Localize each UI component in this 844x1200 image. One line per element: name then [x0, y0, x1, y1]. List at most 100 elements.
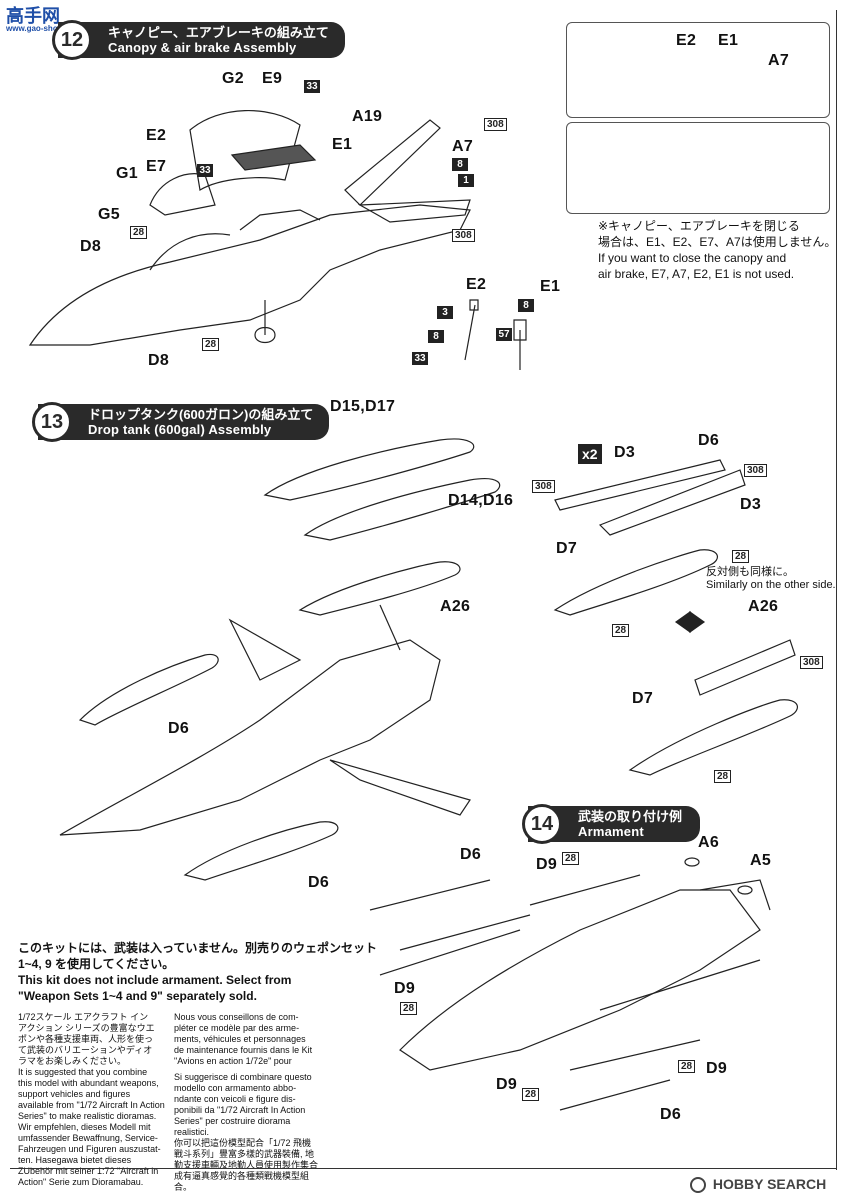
col2-line: 你可以把這份模型配合「1/72 飛機 — [174, 1138, 312, 1148]
col2-line: ments, véhicules et personnages — [174, 1034, 306, 1044]
part-28-d: 28 — [612, 624, 630, 637]
label-a7: A7 — [452, 138, 474, 155]
col2-line: pléter ce modèle par des arme- — [174, 1023, 300, 1033]
col1-line: Series" to make realistic dioramas. — [18, 1111, 157, 1121]
part-8-c: 8 — [518, 299, 534, 312]
tank-d6-left — [78, 653, 219, 726]
part-28-a: 28 — [130, 226, 148, 239]
col1-line: Action" Serie zum Dioramabau. — [18, 1177, 144, 1187]
col1-line: ten. Hasegawa bietet dieses — [18, 1155, 132, 1165]
col2-line: "Avions en action 1/72e" pour — [174, 1056, 292, 1066]
col1-line: 1/72スケール エアクラフト イン — [18, 1012, 149, 1022]
missile-3 — [529, 874, 641, 906]
col1-line: Fahrzeugen und Figuren auszustat- — [18, 1144, 161, 1154]
col1-line: this model with abundant weapons, — [18, 1078, 159, 1088]
missile-1 — [369, 879, 491, 911]
col2-line: modello con armamento abbo- — [174, 1083, 297, 1093]
label-e9: E9 — [262, 70, 283, 87]
canopy-g2 — [189, 110, 301, 191]
multiplier-x2: x2 — [578, 444, 602, 464]
label-e1-part: E1 — [540, 278, 561, 295]
label-a6: A6 — [698, 834, 720, 851]
col1-line: Wir empfehlen, dieses Modell mit — [18, 1122, 151, 1132]
col1-line: ZUbehör mit seiner 1:72 "Aircraft in — [18, 1166, 159, 1176]
label-e1: E1 — [332, 136, 353, 153]
part-57: 57 — [496, 328, 512, 341]
label-e7: E7 — [146, 158, 167, 175]
text-column-2: Nous vous conseillons de com- pléter ce … — [174, 1012, 326, 1193]
label-d7-top: D7 — [556, 540, 578, 557]
inset-label-e1: E1 — [718, 32, 739, 49]
step13-side-note: 反対側も同様に。 Similarly on the other side. — [706, 566, 836, 592]
col2-line: de maintenance fournis dans le Kit — [174, 1045, 313, 1055]
label-g5: G5 — [98, 206, 120, 223]
notice-jp-1: このキットには、武装は入っていません。別売りのウェポンセット — [18, 941, 378, 955]
col2-line: Series" per costruire diorama — [174, 1116, 291, 1126]
col2-line: 成有逼真感覺的各種類戰機模型組合。 — [174, 1171, 310, 1192]
col2-line: Nous vous conseillons de com- — [174, 1012, 299, 1022]
tank-a26 — [298, 561, 461, 616]
inset-open — [566, 22, 830, 118]
step12-fuselage — [28, 204, 471, 346]
part-33-c: 33 — [412, 352, 428, 365]
part-28-e: 28 — [714, 770, 732, 783]
part-28-f: 28 — [562, 852, 580, 865]
step13-side-note-en: Similarly on the other side. — [706, 579, 836, 591]
missile-4 — [599, 959, 761, 1011]
label-e2-part: E2 — [466, 276, 487, 293]
text-column-1: 1/72スケール エアクラフト イン アクション シリーズの豊富なウエ ポンや各… — [18, 1012, 168, 1188]
air-brake-a19 — [344, 119, 441, 206]
label-d8-upper: D8 — [80, 238, 102, 255]
part-308-a: 308 — [484, 118, 507, 131]
col2-line: ndante con veicoli e figure dis- — [174, 1094, 296, 1104]
col1-line: ラマをお楽しみください。 — [18, 1056, 127, 1066]
part-308-d: 308 — [744, 464, 767, 477]
step12-header: キャノピー、エアブレーキの組み立て Canopy & air brake Ass… — [58, 22, 345, 58]
step13-aircraft — [59, 639, 441, 836]
label-d9-left: D9 — [394, 980, 416, 997]
part-308-e: 308 — [800, 656, 823, 669]
label-a26: A26 — [440, 598, 471, 615]
label-d7-bottom: D7 — [632, 690, 654, 707]
inset-label-a7: A7 — [768, 52, 790, 69]
label-d8-lower: D8 — [148, 352, 170, 369]
label-d9-right: D9 — [706, 1060, 728, 1077]
step13-title-en: Drop tank (600gal) Assembly — [88, 422, 272, 437]
part-33-b: 33 — [197, 164, 213, 177]
watermark-bottom-right: HOBBY SEARCH — [690, 1176, 826, 1194]
step12-note-en-1: If you want to close the canopy and — [598, 251, 787, 265]
label-a19: A19 — [352, 108, 383, 125]
part-8-b: 8 — [428, 330, 444, 343]
tank-d15 — [263, 438, 475, 501]
label-g1: G1 — [116, 165, 138, 182]
part-308-c: 308 — [532, 480, 555, 493]
watermark-url: www.gao-shou.com — [6, 24, 82, 33]
label-d14-d16: D14,D16 — [448, 492, 514, 509]
col2-line: ponibili da "1/72 Aircraft In Action — [174, 1105, 306, 1115]
part-3: 3 — [437, 306, 453, 319]
label-d6-lower: D6 — [308, 874, 330, 891]
step12-number: 12 — [52, 20, 92, 60]
step12-note-en-2: air brake, E7, A7, E2, E1 is not used. — [598, 267, 795, 281]
part-1: 1 — [458, 174, 474, 187]
part-33-a: 33 — [304, 80, 320, 93]
notice-en-1: This kit does not include armament. Sele… — [18, 973, 292, 987]
part-28-i: 28 — [522, 1088, 540, 1101]
step13-number: 13 — [32, 402, 72, 442]
label-a26-right: A26 — [748, 598, 779, 615]
col1-line: ポンや各種支援車両、人形を使っ — [18, 1034, 154, 1044]
step12-note-jp-2: 場合は、E1、E2、E7、A7は使用しません。 — [598, 235, 837, 249]
label-e2: E2 — [146, 127, 167, 144]
inset-closed — [566, 122, 830, 214]
tank-d6-lower — [183, 821, 339, 881]
inset-label-e2: E2 — [676, 32, 697, 49]
step14-title-en: Armament — [578, 824, 644, 839]
step12-note-jp-1: ※キャノピー、エアブレーキを閉じる — [598, 219, 800, 233]
col1-line: support vehicles and figures — [18, 1089, 131, 1099]
step14-aircraft — [399, 889, 761, 1071]
step12-note: ※キャノピー、エアブレーキを閉じる 場合は、E1、E2、E7、A7は使用しません… — [598, 218, 838, 282]
armament-notice: このキットには、武装は入っていません。別売りのウェポンセット 1~4, 9 を使… — [18, 940, 378, 1004]
col1-line: アクション シリーズの豊富なウエ — [18, 1023, 155, 1033]
frame-bottom — [10, 1168, 836, 1169]
